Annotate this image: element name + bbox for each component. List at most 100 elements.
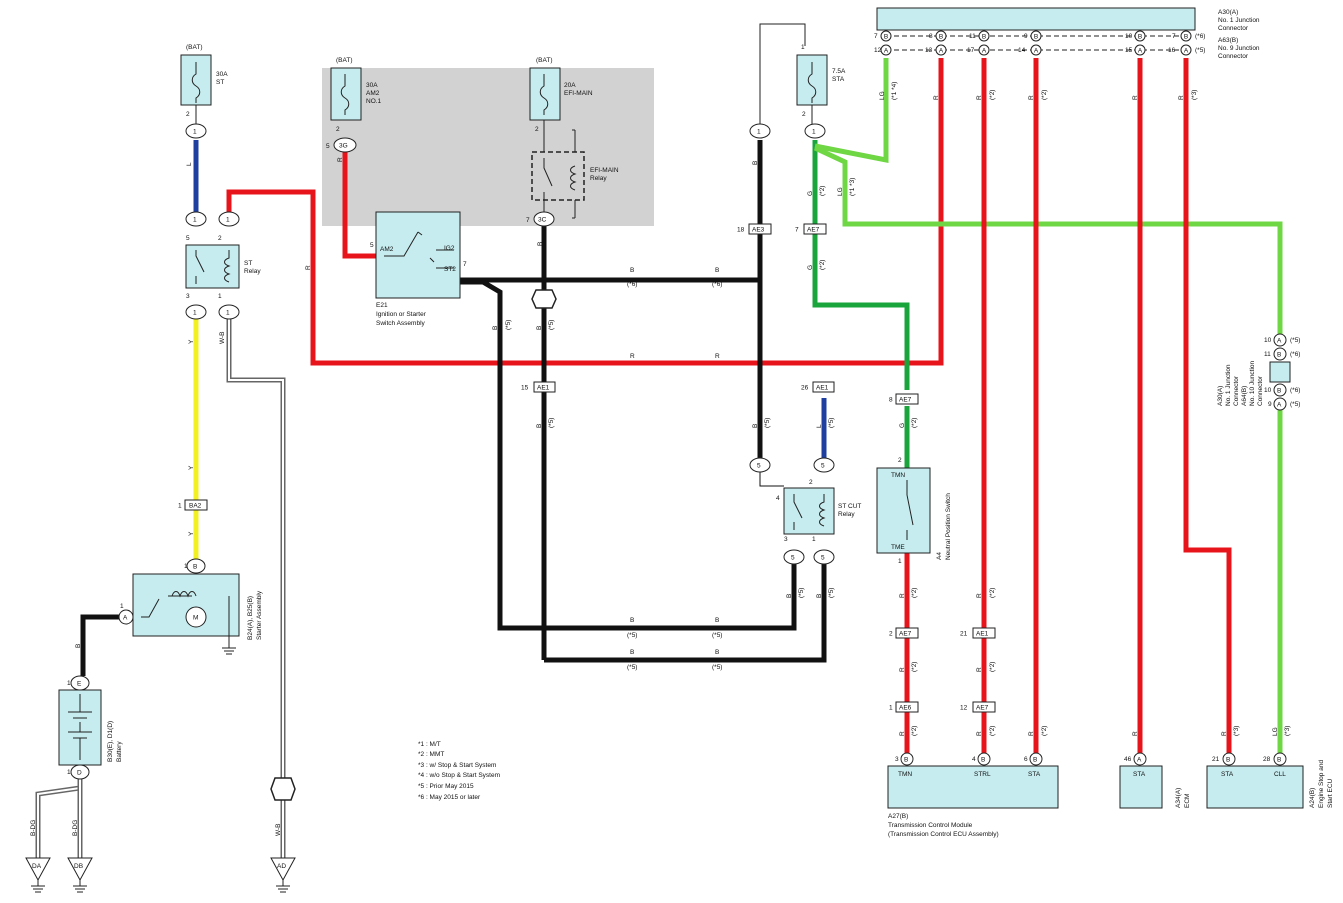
svg-text:B-DG: B-DG: [72, 820, 79, 836]
svg-text:B: B: [1277, 388, 1281, 395]
fuse-icon: [191, 62, 201, 103]
svg-text:11: 11: [969, 33, 976, 40]
svg-text:5: 5: [757, 463, 761, 470]
svg-text:B: B: [752, 161, 759, 165]
svg-text:(*5): (*5): [627, 632, 637, 639]
svg-text:R: R: [976, 667, 983, 672]
svg-text:21: 21: [1212, 756, 1220, 763]
svg-text:30A: 30A: [366, 82, 378, 89]
svg-text:3: 3: [186, 293, 190, 300]
svg-text:(*2): (*2): [911, 418, 918, 428]
svg-text:NO.1: NO.1: [366, 98, 382, 105]
svg-text:10: 10: [1264, 337, 1272, 344]
svg-text:G: G: [899, 423, 906, 428]
svg-text:2: 2: [898, 457, 902, 464]
svg-text:(*2): (*2): [911, 726, 918, 736]
svg-text:R: R: [1132, 731, 1139, 736]
svg-text:STA: STA: [832, 76, 845, 83]
svg-text:A: A: [123, 615, 128, 622]
svg-text:AE1: AE1: [816, 385, 829, 392]
vertical-wire-labels: LG (*1 *4) R R (*2) R (*2) R R (*3) B G …: [188, 82, 1291, 736]
svg-text:ST: ST: [244, 260, 252, 267]
svg-text:1: 1: [67, 769, 71, 776]
neutral-position-switch: 2 TMN TME 1 A4 Neutral Position Switch: [876, 457, 952, 565]
fuse-box-shade: [322, 68, 654, 226]
svg-text:A30(A): A30(A): [1217, 386, 1224, 406]
relay-icon: [543, 158, 553, 212]
svg-text:5: 5: [791, 555, 795, 562]
svg-text:4: 4: [972, 756, 976, 763]
svg-text:A: A: [939, 48, 944, 55]
svg-text:B: B: [1034, 34, 1038, 41]
svg-text:1: 1: [898, 558, 902, 565]
svg-text:A63(B): A63(B): [1218, 37, 1238, 44]
svg-text:(*6): (*6): [1195, 33, 1205, 40]
svg-text:1: 1: [178, 503, 182, 510]
svg-text:(*2): (*2): [911, 662, 918, 672]
svg-text:No. 9 Junction: No. 9 Junction: [1218, 45, 1260, 52]
svg-text:TMN: TMN: [891, 472, 905, 479]
svg-text:12: 12: [960, 705, 968, 712]
fuse-am2: (BAT) 30A AM2 NO.1 2 3G 5 R: [326, 57, 382, 162]
svg-text:LG: LG: [1272, 727, 1279, 736]
svg-text:G: G: [807, 265, 814, 270]
svg-text:R: R: [337, 157, 344, 162]
svg-text:B: B: [982, 34, 986, 41]
svg-text:B: B: [904, 757, 908, 764]
svg-text:AE7: AE7: [807, 227, 820, 234]
svg-text:B: B: [816, 594, 823, 598]
svg-text:(*2): (*2): [1041, 90, 1048, 100]
svg-text:A: A: [1138, 48, 1143, 55]
svg-text:1: 1: [67, 680, 71, 687]
svg-text:R: R: [715, 353, 720, 360]
svg-text:Starter Assembly: Starter Assembly: [256, 590, 263, 640]
svg-text:(*5): (*5): [712, 632, 722, 639]
svg-text:(*5): (*5): [1290, 401, 1300, 408]
svg-text:B: B: [715, 267, 719, 274]
svg-text:2: 2: [218, 235, 222, 242]
svg-text:AM2: AM2: [380, 246, 394, 253]
svg-text:Battery: Battery: [116, 741, 123, 762]
svg-text:(*5): (*5): [627, 664, 637, 671]
wires: [35, 23, 1283, 858]
svg-text:B: B: [1226, 757, 1230, 764]
svg-text:AM2: AM2: [366, 90, 380, 97]
svg-text:7: 7: [1172, 33, 1176, 40]
svg-text:AD: AD: [277, 863, 286, 870]
svg-text:B: B: [1277, 757, 1281, 764]
svg-text:1: 1: [193, 129, 197, 136]
svg-text:(*2): (*2): [911, 588, 918, 598]
svg-text:STRL: STRL: [974, 771, 991, 778]
terminals: 5 5 5 5: [749, 457, 835, 565]
svg-text:B30(E), D1(D): B30(E), D1(D): [107, 721, 114, 762]
svg-text:Start ECU: Start ECU: [1327, 778, 1334, 808]
svg-text:B: B: [752, 424, 759, 428]
svg-text:(*2): (*2): [989, 726, 996, 736]
svg-text:W-B: W-B: [275, 823, 282, 836]
svg-text:15: 15: [521, 385, 529, 392]
svg-text:STA: STA: [1028, 771, 1041, 778]
svg-text:AE7: AE7: [899, 397, 912, 404]
svg-text:Connector: Connector: [1218, 53, 1249, 60]
svg-text:7.5A: 7.5A: [832, 68, 846, 75]
fuse-st: (BAT) 30A ST 2 1 L: [180, 44, 228, 166]
motor-icon: [185, 606, 207, 628]
svg-text:L: L: [816, 424, 823, 428]
svg-text:IG2: IG2: [444, 245, 455, 252]
svg-text:7: 7: [463, 261, 467, 268]
svg-text:(*2): (*2): [989, 662, 996, 672]
svg-text:EFI-MAIN: EFI-MAIN: [564, 90, 593, 97]
svg-text:B: B: [75, 644, 82, 648]
svg-text:EFI-MAIN: EFI-MAIN: [590, 167, 619, 174]
svg-text:Engine Stop and: Engine Stop and: [1318, 760, 1325, 808]
svg-text:B: B: [1033, 757, 1037, 764]
ignition-switch: 5 AM2 IG2 ST2 7 E21 Ignition or Starter …: [370, 211, 467, 327]
svg-text:18: 18: [737, 227, 745, 234]
svg-text:E: E: [77, 681, 82, 688]
svg-text:20A: 20A: [564, 82, 576, 89]
svg-text:(*3): (*3): [1191, 90, 1198, 100]
svg-text:TMN: TMN: [898, 771, 912, 778]
